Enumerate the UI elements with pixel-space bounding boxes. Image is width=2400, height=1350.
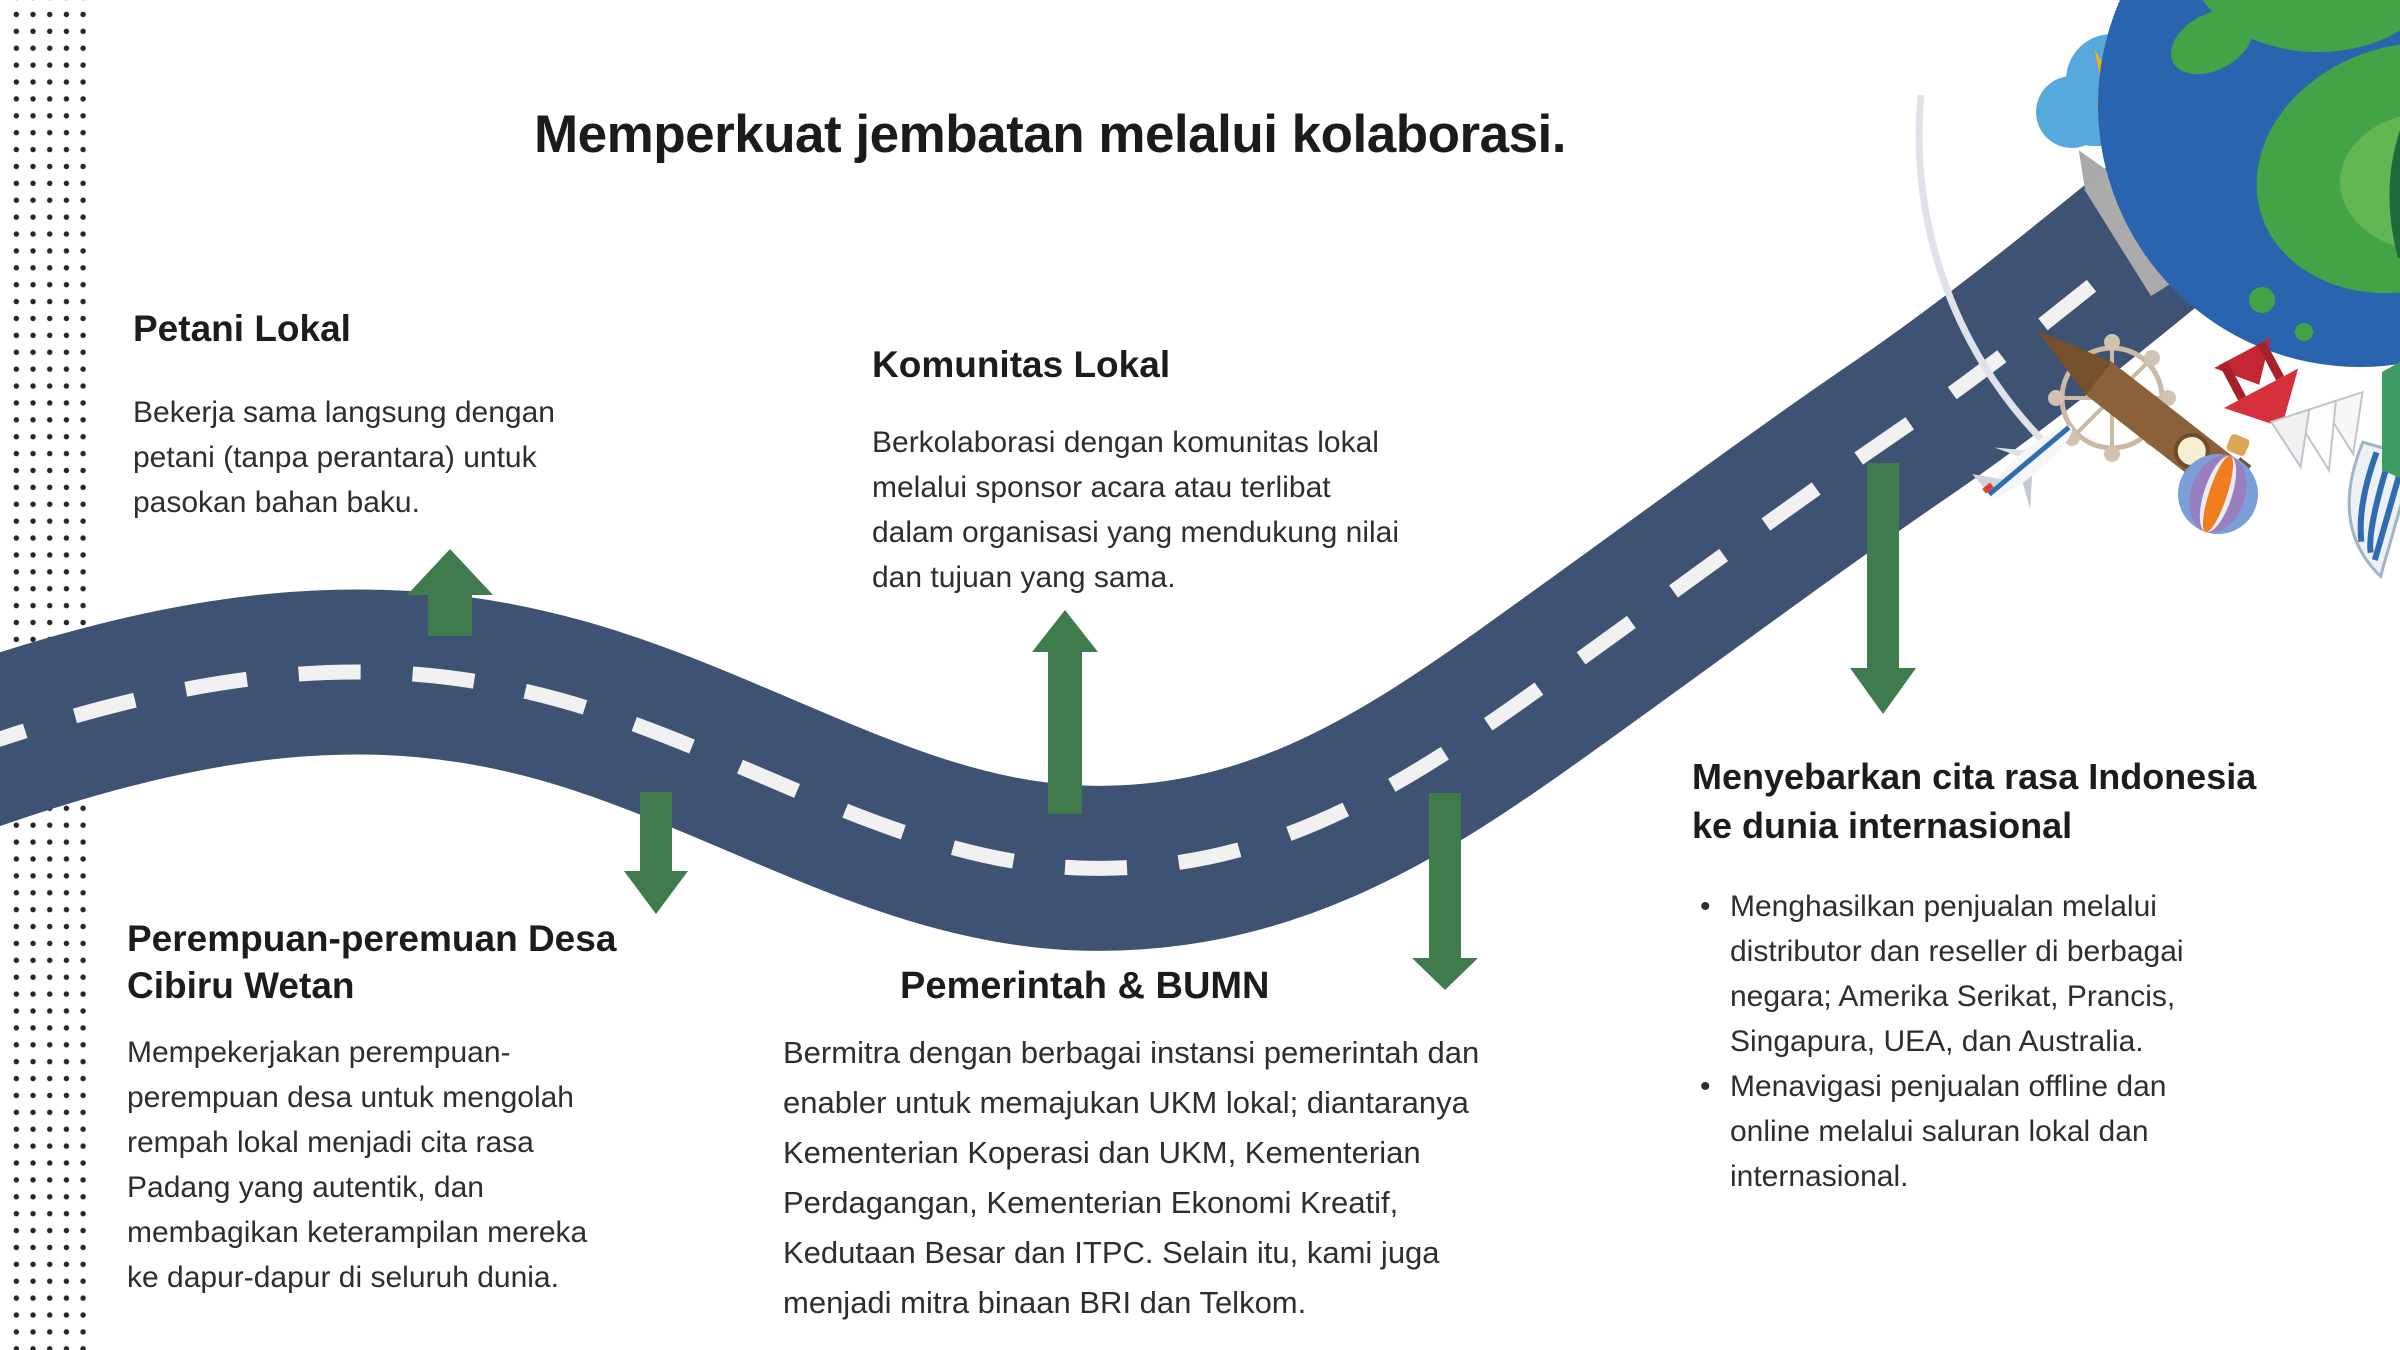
page-title: Memperkuat jembatan melalui kolaborasi. — [533, 105, 1567, 164]
bullet-icon: • — [1700, 890, 1711, 923]
arrows — [407, 463, 1916, 990]
globe-illustration — [1972, 0, 2400, 580]
statue-of-liberty-icon — [2382, 362, 2400, 478]
arrow-down-pemerintah — [1412, 793, 1478, 990]
pemerintah-body: Bermitra dengan berbagai instansi pemeri… — [783, 1035, 1480, 1320]
airplane-icon — [1972, 425, 2073, 509]
arrow-down-perempuan — [624, 792, 688, 914]
komunitas-heading: Komunitas Lokal — [872, 344, 1171, 385]
menyebarkan-bullet-list: • Menghasilkan penjualan melalui distrib… — [1700, 884, 2184, 1199]
pemerintah-heading: Pemerintah & BUMN — [900, 965, 1270, 1007]
komunitas-body: Berkolaborasi dengan komunitas lokal mel… — [872, 426, 1399, 594]
globe-land-highlight — [2340, 116, 2400, 248]
list-item: • Menghasilkan penjualan melalui distrib… — [1700, 884, 2184, 1064]
red-pagoda-icon — [2214, 337, 2299, 428]
balloon-icon — [2178, 434, 2258, 534]
perempuan-body: Mempekerjakan perempuan- perempuan desa … — [127, 1036, 588, 1294]
petani-heading: Petani Lokal — [133, 308, 351, 349]
arrow-up-petani — [407, 549, 493, 636]
arrow-up-komunitas — [1032, 610, 1098, 814]
opera-house-icon — [2269, 390, 2364, 474]
arrow-down-international — [1850, 463, 1916, 714]
globe-land — [2170, 0, 2400, 341]
list-item: • Menavigasi penjualan offline dan onlin… — [1700, 1064, 2184, 1199]
bullet-icon: • — [1700, 1070, 1711, 1103]
menyebarkan-bullet-1: Menghasilkan penjualan melalui distribut… — [1730, 890, 2184, 1058]
menyebarkan-heading: Menyebarkan cita rasa Indonesia ke dunia… — [1692, 756, 2257, 846]
perempuan-heading: Perempuan-peremuan Desa Cibiru Wetan — [127, 918, 617, 1006]
palm-leaves-icon — [2389, 130, 2400, 258]
road-center-dashes — [0, 184, 2215, 876]
petani-body: Bekerja sama langsung dengan petani (tan… — [133, 396, 555, 519]
contrail-swoosh-icon — [1915, 94, 2055, 453]
menyebarkan-bullet-2: Menavigasi penjualan offline dan online … — [1730, 1070, 2167, 1193]
